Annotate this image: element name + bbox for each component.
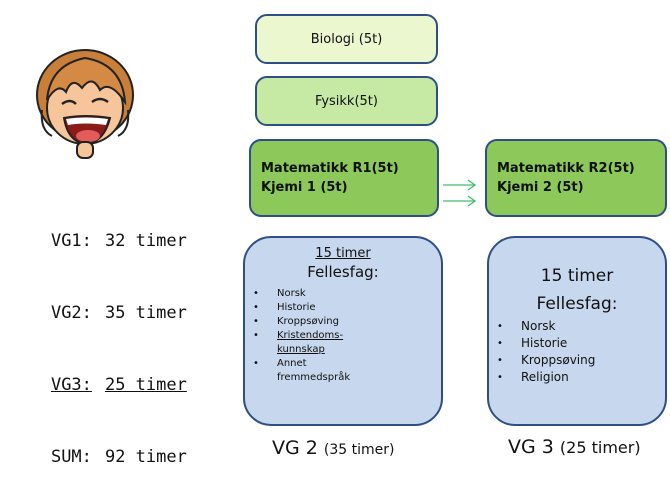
vg2-math-line: Matematikk R1(5t) — [261, 161, 399, 176]
arrow-right-icon — [443, 179, 477, 207]
vg3-label: VG 3 (25 timer) — [508, 436, 641, 458]
vg3-fellesfag-header: 15 timer Fellesfag: — [489, 266, 665, 314]
hours-value: 92 timer — [104, 447, 187, 467]
vg3-fellesfag-list: Norsk Historie Kroppsøving Religion — [489, 318, 665, 386]
list-item: Kroppsøving — [489, 352, 665, 369]
vg3-fellesfag-title: Fellesfag: — [536, 294, 618, 314]
vg2-label: VG 2 (35 timer) — [272, 437, 394, 459]
list-item: Religion — [489, 369, 665, 386]
hours-label: SUM: — [50, 447, 92, 467]
list-item-text: Kristendoms- — [277, 330, 344, 341]
cartoon-girl-icon — [36, 49, 134, 159]
vg3-math-box: Matematikk R2(5t) Kjemi 2 (5t) — [485, 139, 667, 217]
biologi-box: Biologi (5t) — [255, 14, 438, 64]
hours-row-vg2: VG2: 35 timer — [10, 277, 210, 349]
fysikk-label: Fysikk(5t) — [315, 93, 378, 109]
vg2-chem-line: Kjemi 1 (5t) — [261, 180, 348, 195]
vg3-label-hours: (25 timer) — [559, 438, 641, 457]
hours-value: 32 timer — [104, 231, 187, 251]
vg2-fellesfag-hours: 15 timer — [315, 246, 371, 261]
vg2-fellesfag-header: 15 timer Fellesfag: — [245, 246, 441, 281]
hours-row-sum: SUM: 92 timer — [10, 421, 210, 493]
hours-label: VG3: — [50, 375, 92, 395]
vg2-fellesfag-title: Fellesfag: — [307, 263, 379, 281]
vg3-chem-line: Kjemi 2 (5t) — [497, 180, 584, 195]
list-item-text: kunnskap — [277, 344, 325, 355]
list-item: Historie — [489, 335, 665, 352]
vg2-label-hours: (35 timer) — [323, 442, 395, 458]
hours-label: VG2: — [50, 303, 92, 323]
hours-value: 25 timer — [104, 375, 187, 395]
list-item: Kroppsøving — [245, 315, 441, 329]
vg3-fellesfag-hours: 15 timer — [540, 266, 614, 286]
fysikk-box: Fysikk(5t) — [255, 76, 438, 126]
vg2-math-box: Matematikk R1(5t) Kjemi 1 (5t) — [249, 139, 439, 217]
list-item: Kristendoms-kunnskap — [245, 329, 441, 357]
list-item: Historie — [245, 301, 441, 315]
vg3-fellesfag-box: 15 timer Fellesfag: Norsk Historie Kropp… — [487, 236, 667, 426]
list-item: Annet fremmedspråk — [245, 357, 441, 385]
hours-row-vg1: VG1: 32 timer — [10, 205, 210, 277]
hours-label: VG1: — [50, 231, 92, 251]
vg2-label-text: VG 2 — [272, 437, 318, 459]
list-item: Norsk — [245, 287, 441, 301]
hours-summary: VG1: 32 timer VG2: 35 timer VG3: 25 timer S… — [10, 205, 210, 493]
vg3-math-line: Matematikk R2(5t) — [497, 161, 635, 176]
vg3-label-text: VG 3 — [508, 436, 554, 458]
vg2-fellesfag-box: 15 timer Fellesfag: Norsk Historie Kropp… — [243, 236, 443, 426]
list-item-text: fremmedspråk — [277, 372, 351, 383]
hours-row-vg3: VG3: 25 timer — [10, 349, 210, 421]
hours-value: 35 timer — [104, 303, 187, 323]
biologi-label: Biologi (5t) — [310, 31, 383, 47]
vg2-fellesfag-list: Norsk Historie Kroppsøving Kristendoms-k… — [245, 287, 441, 385]
list-item: Norsk — [489, 318, 665, 335]
list-item-text: Annet — [277, 358, 307, 369]
